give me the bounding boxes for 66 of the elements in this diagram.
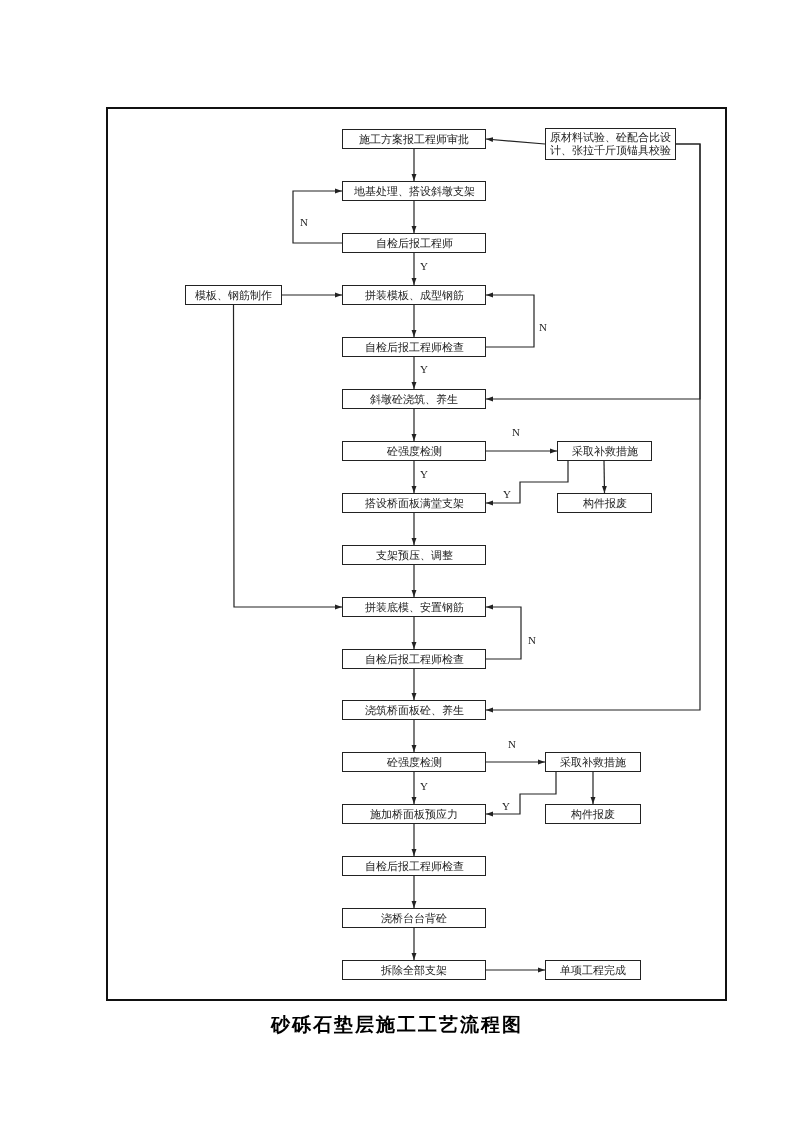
arrow bbox=[485, 292, 535, 348]
edge-label: Y bbox=[419, 468, 429, 480]
process-box: 施加桥面板预应力 bbox=[342, 804, 486, 824]
arrow bbox=[485, 771, 557, 817]
process-box: 原材料试验、砼配合比设计、张拉千斤顶锚具校验 bbox=[545, 128, 676, 160]
arrow bbox=[411, 200, 417, 234]
edge-label: N bbox=[507, 738, 517, 750]
process-box: 砼强度检测 bbox=[342, 752, 486, 772]
arrow bbox=[590, 771, 596, 805]
process-box: 浇筑桥面板砼、养生 bbox=[342, 700, 486, 720]
edge-label: N bbox=[299, 216, 309, 228]
process-box: 自检后报工程师 bbox=[342, 233, 486, 253]
arrow bbox=[485, 604, 522, 660]
arrow bbox=[411, 927, 417, 961]
arrow bbox=[601, 460, 607, 494]
process-box: 拼装模板、成型钢筋 bbox=[342, 285, 486, 305]
arrow bbox=[411, 512, 417, 546]
edge-label: N bbox=[511, 426, 521, 438]
edge-label: N bbox=[527, 634, 537, 646]
process-box: 自检后报工程师检查 bbox=[342, 337, 486, 357]
process-box: 采取补救措施 bbox=[557, 441, 652, 461]
arrow bbox=[411, 771, 417, 805]
edge-label: N bbox=[538, 321, 548, 333]
edge-label: Y bbox=[502, 488, 512, 500]
edge-label: Y bbox=[419, 780, 429, 792]
arrow bbox=[411, 823, 417, 857]
process-box: 拼装底模、安置钢筋 bbox=[342, 597, 486, 617]
arrow bbox=[485, 143, 701, 713]
process-box: 搭设桥面板满堂支架 bbox=[342, 493, 486, 513]
edge-label: Y bbox=[419, 363, 429, 375]
arrow bbox=[485, 448, 558, 454]
process-box: 浇桥台台背砼 bbox=[342, 908, 486, 928]
arrow bbox=[411, 616, 417, 650]
arrow bbox=[281, 292, 343, 298]
process-box: 单项工程完成 bbox=[545, 960, 641, 980]
arrow bbox=[411, 719, 417, 753]
arrow bbox=[485, 759, 546, 765]
arrow bbox=[411, 875, 417, 909]
arrow bbox=[411, 460, 417, 494]
process-box: 自检后报工程师检查 bbox=[342, 856, 486, 876]
process-box: 斜墩砼浇筑、养生 bbox=[342, 389, 486, 409]
process-box: 采取补救措施 bbox=[545, 752, 641, 772]
arrow bbox=[232, 304, 343, 610]
process-box: 支架预压、调整 bbox=[342, 545, 486, 565]
edge-label: Y bbox=[419, 260, 429, 272]
arrow bbox=[485, 460, 569, 506]
process-box: 模板、钢筋制作 bbox=[185, 285, 282, 305]
process-box: 构件报废 bbox=[545, 804, 641, 824]
process-box: 拆除全部支架 bbox=[342, 960, 486, 980]
arrow bbox=[292, 188, 343, 244]
arrow bbox=[411, 356, 417, 390]
process-box: 自检后报工程师检查 bbox=[342, 649, 486, 669]
arrow bbox=[411, 148, 417, 182]
caption: 砂砾石垫层施工工艺流程图 bbox=[269, 1013, 524, 1037]
arrow bbox=[411, 564, 417, 598]
arrow bbox=[411, 304, 417, 338]
process-box: 构件报废 bbox=[557, 493, 652, 513]
process-box: 地基处理、搭设斜墩支架 bbox=[342, 181, 486, 201]
edge-label: Y bbox=[501, 800, 511, 812]
arrow bbox=[411, 408, 417, 442]
arrow bbox=[485, 137, 546, 145]
process-box: 施工方案报工程师审批 bbox=[342, 129, 486, 149]
arrow bbox=[411, 668, 417, 701]
process-box: 砼强度检测 bbox=[342, 441, 486, 461]
arrow bbox=[411, 252, 417, 286]
arrow bbox=[485, 967, 546, 973]
